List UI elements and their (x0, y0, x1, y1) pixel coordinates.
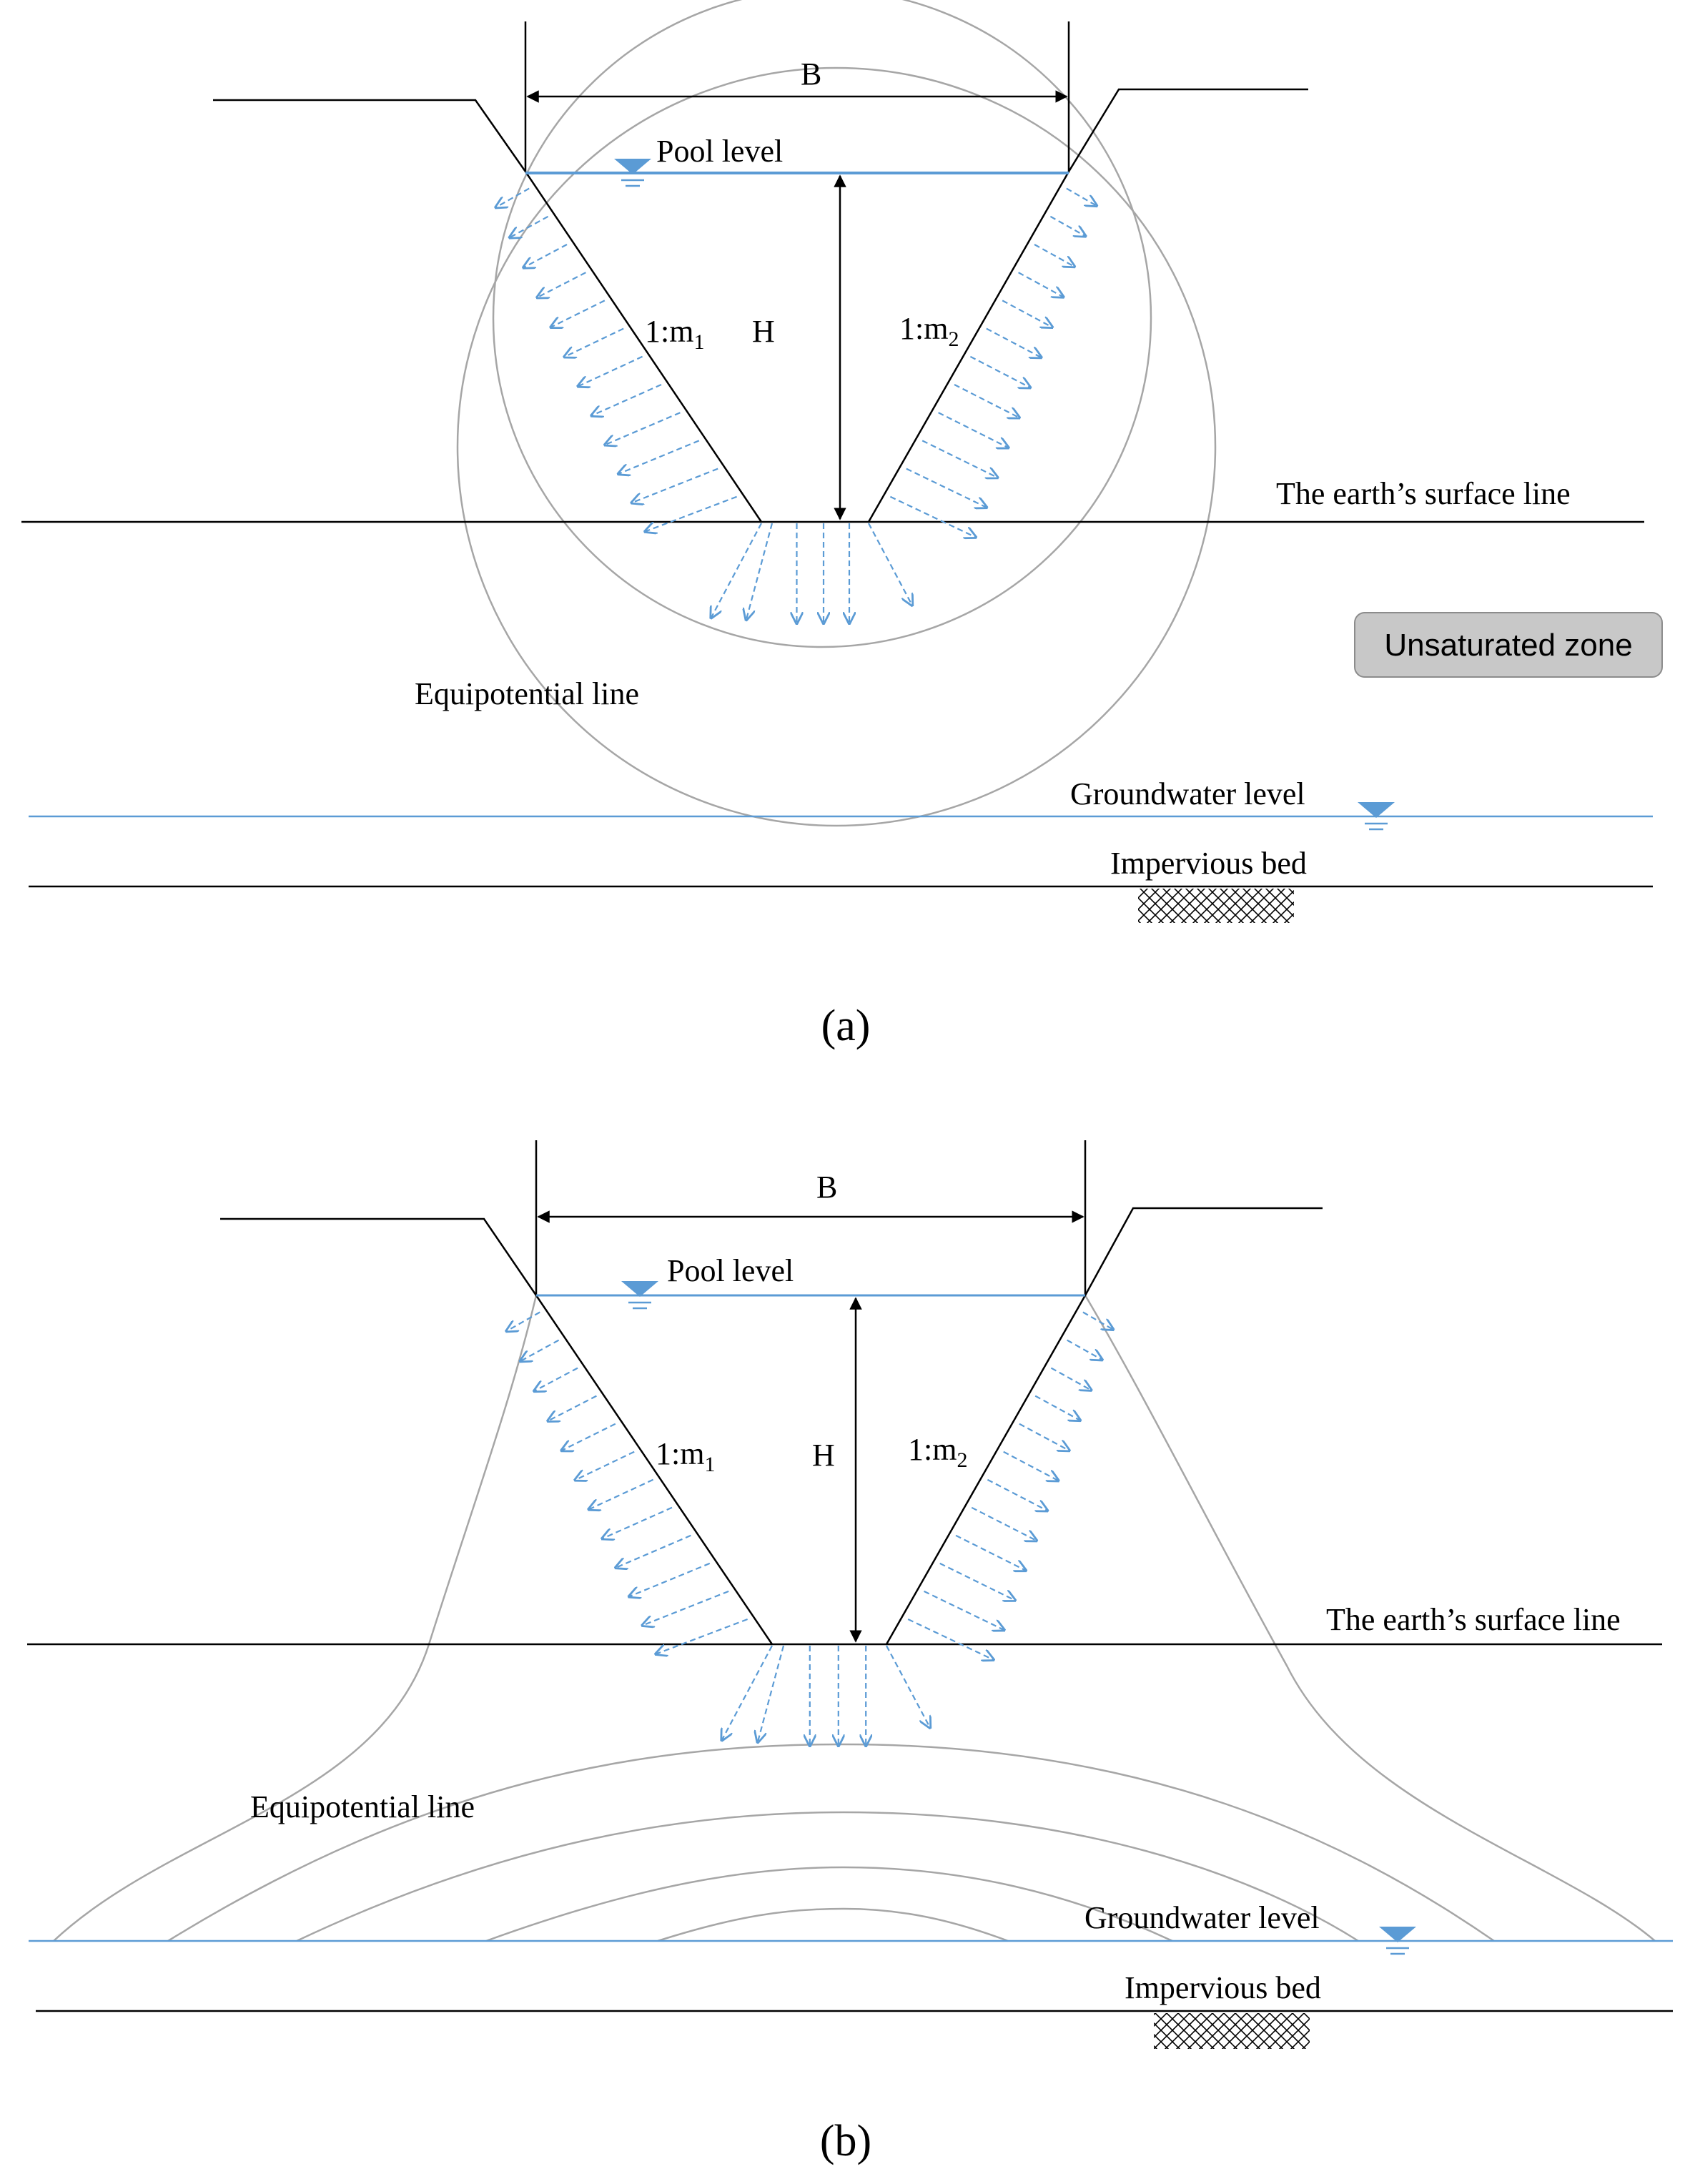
seepage-arrow-left (605, 412, 681, 445)
impervious-hatch-b (1154, 2013, 1310, 2049)
equipotential-arc-4 (657, 1907, 1009, 1942)
seepage-arrow-right (1050, 1367, 1091, 1390)
equipotential-circle-outer (456, 66, 1217, 827)
impervious-bed-label: Impervious bed (1110, 846, 1307, 881)
slope-right-label-b: 1:m2 (908, 1432, 967, 1472)
equipotential-envelope (53, 1295, 1656, 1942)
trench-slope-left (524, 171, 763, 523)
seepage-arrow-left (575, 1451, 635, 1481)
b-label-b: B (816, 1170, 837, 1205)
seepage-arrow-left (506, 1311, 540, 1332)
seepage-arrow-left (588, 1478, 654, 1510)
seepage-arrow-right (955, 1534, 1026, 1571)
panel-b: B Pool level H 1:m1 1:m2 The earth’s sur… (27, 1140, 1673, 2165)
seepage-arrow-left (632, 468, 718, 503)
seepage-arrow-bottom (711, 523, 762, 618)
seepage-arrow-right (924, 1590, 1004, 1630)
seepage-arrow-left (510, 215, 549, 238)
slope-left-label: 1:m1 (645, 314, 704, 354)
seepage-arrow-left (629, 1562, 711, 1597)
seepage-arrow-right (1034, 1395, 1080, 1420)
seepage-arrow-left (578, 355, 643, 387)
seepage-arrow-right (921, 440, 997, 478)
seepage-arrows-b (506, 1311, 1113, 1746)
surface-line-label: The earth’s surface line (1276, 476, 1571, 511)
seepage-arrow-bottom (746, 523, 774, 620)
seepage-arrow-left (564, 327, 624, 357)
seepage-arrow-right (889, 495, 976, 538)
slope-right-label: 1:m2 (899, 311, 959, 351)
seepage-arrow-left (523, 244, 568, 267)
groundwater-label-b: Groundwater level (1084, 1900, 1320, 1935)
seepage-arrow-left (548, 1395, 597, 1421)
seepage-arrow-right (1049, 215, 1085, 237)
seepage-arrow-right (987, 1478, 1047, 1511)
b-label: B (801, 56, 821, 92)
groundwater-label: Groundwater level (1070, 776, 1305, 811)
unsaturated-zone-label: Unsaturated zone (1384, 628, 1632, 663)
seepage-arrow-right (1082, 1311, 1113, 1330)
seepage-arrow-right (969, 355, 1030, 387)
seepage-arrow-right (954, 384, 1019, 417)
ground-profile-right-b (1084, 1207, 1323, 1296)
trench-slope-left-b (535, 1295, 774, 1645)
panel-a: B Pool level H 1:m1 1:m2 The earth’s sur… (21, 0, 1663, 1050)
pool-level-label: Pool level (656, 134, 783, 169)
seepage-arrow-left (561, 1423, 616, 1451)
seepage-arrow-right (1034, 244, 1074, 267)
seepage-arrow-right (939, 1562, 1015, 1601)
trench-slope-right (867, 171, 1070, 523)
seepage-arrow-right (906, 468, 987, 508)
seepage-arrow-right (1002, 300, 1052, 327)
seepage-arrow-left (618, 440, 700, 474)
surface-line-label-b: The earth’s surface line (1326, 1602, 1621, 1637)
seepage-arrow-right (907, 1619, 994, 1660)
seepage-arrow-left (550, 300, 606, 327)
seepage-arrow-bottom (758, 1645, 785, 1742)
seepage-arrow-right (986, 327, 1042, 358)
pool-level-label-b: Pool level (667, 1253, 794, 1288)
seepage-arrow-left (643, 1590, 729, 1626)
seepage-arrows-a (495, 187, 1097, 623)
slope-left-label-b: 1:m1 (656, 1436, 715, 1476)
seepage-arrow-right (1067, 1339, 1102, 1360)
seepage-arrow-bottom (722, 1645, 773, 1740)
equipotential-arc-2 (296, 1811, 1359, 1942)
seepage-arrow-right (938, 412, 1009, 448)
impervious-bed-label-b: Impervious bed (1125, 1970, 1321, 2005)
seepage-arrow-bottom (886, 1645, 930, 1728)
seepage-arrow-right (1003, 1451, 1059, 1481)
seepage-arrow-right (1066, 187, 1097, 206)
seepage-arrow-right (1019, 1423, 1069, 1451)
equipotential-circle-inner (492, 0, 1152, 648)
equipotential-label-b: Equipotential line (250, 1789, 475, 1824)
seepage-arrow-left (537, 272, 586, 297)
seepage-arrow-bottom (868, 523, 912, 606)
seepage-arrow-right (1018, 272, 1064, 297)
trench-slope-right-b (885, 1295, 1087, 1645)
seepage-arrow-right (971, 1506, 1037, 1541)
impervious-hatch (1138, 889, 1294, 923)
seepage-arrow-left (534, 1367, 578, 1391)
equipotential-arc-3 (485, 1866, 1173, 1942)
seepage-arrow-left (591, 383, 662, 416)
caption-a: (a) (821, 1002, 871, 1050)
equipotential-label: Equipotential line (415, 676, 639, 711)
ground-profile-left-b (220, 1217, 538, 1296)
unsaturated-zone-badge: Unsaturated zone (1354, 612, 1663, 678)
ground-profile-right (1067, 88, 1308, 172)
h-label: H (752, 314, 775, 349)
ground-profile-left (213, 99, 527, 172)
h-label-b: H (812, 1438, 835, 1473)
seepage-arrow-left (602, 1506, 673, 1539)
seepage-arrow-left (645, 495, 737, 532)
seepage-arrow-left (616, 1534, 691, 1568)
seepage-arrow-left (656, 1618, 748, 1654)
caption-b: (b) (820, 2117, 871, 2165)
seepage-arrow-left (495, 187, 530, 208)
seepage-arrow-left (520, 1339, 560, 1362)
